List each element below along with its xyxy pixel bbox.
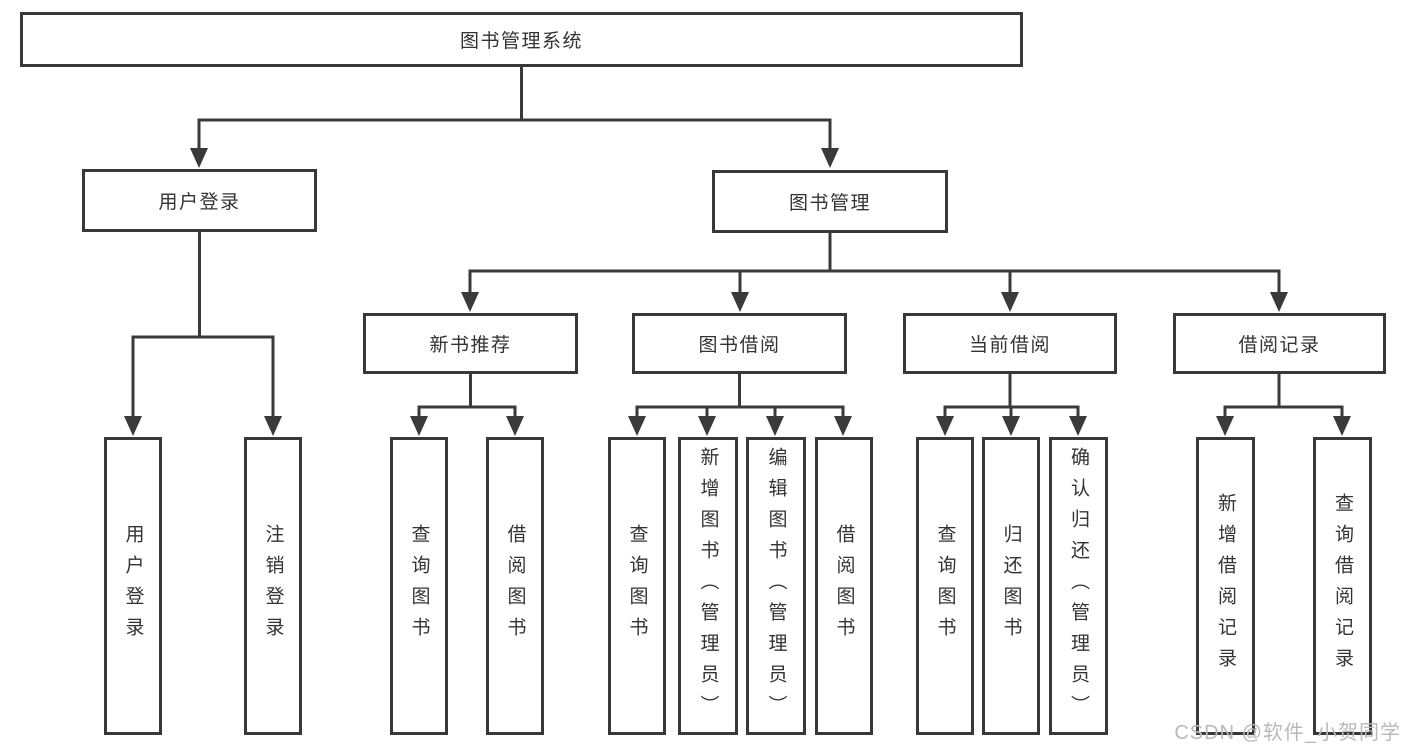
node-label: 确认归还（管理员） [1068,446,1089,726]
node-label: 新书推荐 [429,335,512,356]
connector-current-borrow-to-leaves [943,374,1080,420]
leaf-logout: 注销登录 [244,437,302,735]
leaf-query-borrow-record: 查询借阅记录 [1313,437,1372,735]
leaf-return-books: 归还图书 [982,437,1040,735]
arrow-down-icon [1069,416,1087,436]
node-label: 注销登录 [262,524,284,648]
node-label: 新增借阅记录 [1215,493,1236,679]
arrow-down-icon [410,416,428,436]
arrow-down-icon [1002,416,1020,436]
leaf-borrow-books-borrowing: 借阅图书 [815,437,873,735]
node-label: 图书管理 [788,193,871,214]
leaf-query-books-borrowing: 查询图书 [608,437,666,735]
arrow-down-icon [834,416,852,436]
leaf-confirm-return-admin: 确认归还（管理员） [1049,437,1108,735]
leaf-user-login: 用户登录 [104,437,162,735]
arrow-down-icon [1216,416,1234,436]
node-borrowing-records: 借阅记录 [1173,313,1386,374]
arrow-down-icon [264,416,282,436]
leaf-query-books-current: 查询图书 [916,437,974,735]
node-library-system: 图书管理系统 [20,12,1023,67]
arrowheads [124,148,1351,436]
arrow-down-icon [731,292,749,312]
arrow-down-icon [698,416,716,436]
connector-borrow-record-to-leaves [1223,374,1344,420]
arrow-down-icon [628,416,646,436]
node-user-login: 用户登录 [82,169,317,232]
node-current-borrowing: 当前借阅 [903,313,1117,374]
arrow-down-icon [124,416,142,436]
arrow-down-icon [190,148,208,168]
connector-root-to-level2 [197,67,832,152]
arrow-down-icon [461,292,479,312]
connector-user-login-to-leaves [131,232,275,420]
node-label: 图书管理系统 [459,31,583,52]
node-label: 借阅图书 [833,524,855,648]
leaf-edit-book-admin: 编辑图书（管理员） [746,437,806,735]
arrow-down-icon [766,416,784,436]
leaf-query-books-recommend: 查询图书 [390,437,448,735]
node-label: 归还图书 [1000,524,1022,648]
node-label: 用户登录 [122,524,144,648]
node-label: 借阅图书 [504,524,526,648]
arrow-down-icon [1270,292,1288,312]
node-label: 查询图书 [934,524,956,648]
arrow-down-icon [1333,416,1351,436]
node-label: 新增图书（管理员） [697,446,719,726]
node-book-management: 图书管理 [712,170,948,233]
connector-book-mgmt-to-level3 [468,233,1281,296]
arrow-down-icon [821,148,839,168]
node-label: 用户登录 [158,192,241,213]
arrow-down-icon [936,416,954,436]
node-label: 编辑图书（管理员） [765,446,787,726]
node-label: 借阅记录 [1238,335,1321,356]
arrow-down-icon [506,416,524,436]
csdn-watermark: CSDN @软件_小贺同学 [1174,722,1401,744]
node-label: 图书借阅 [698,335,781,356]
arrow-down-icon [1001,292,1019,312]
node-label: 当前借阅 [968,335,1051,356]
leaf-borrow-books-recommend: 借阅图书 [486,437,544,735]
node-new-book-recommend: 新书推荐 [363,313,578,374]
node-label: 查询图书 [626,524,648,648]
connector-new-book-to-leaves [417,374,517,420]
leaf-add-borrow-record: 新增借阅记录 [1196,437,1255,735]
leaf-add-book-admin: 新增图书（管理员） [678,437,738,735]
node-label: 查询借阅记录 [1332,493,1353,679]
node-label: 查询图书 [408,524,430,648]
connector-book-borrow-to-leaves [635,374,845,420]
node-book-borrowing: 图书借阅 [632,313,847,374]
